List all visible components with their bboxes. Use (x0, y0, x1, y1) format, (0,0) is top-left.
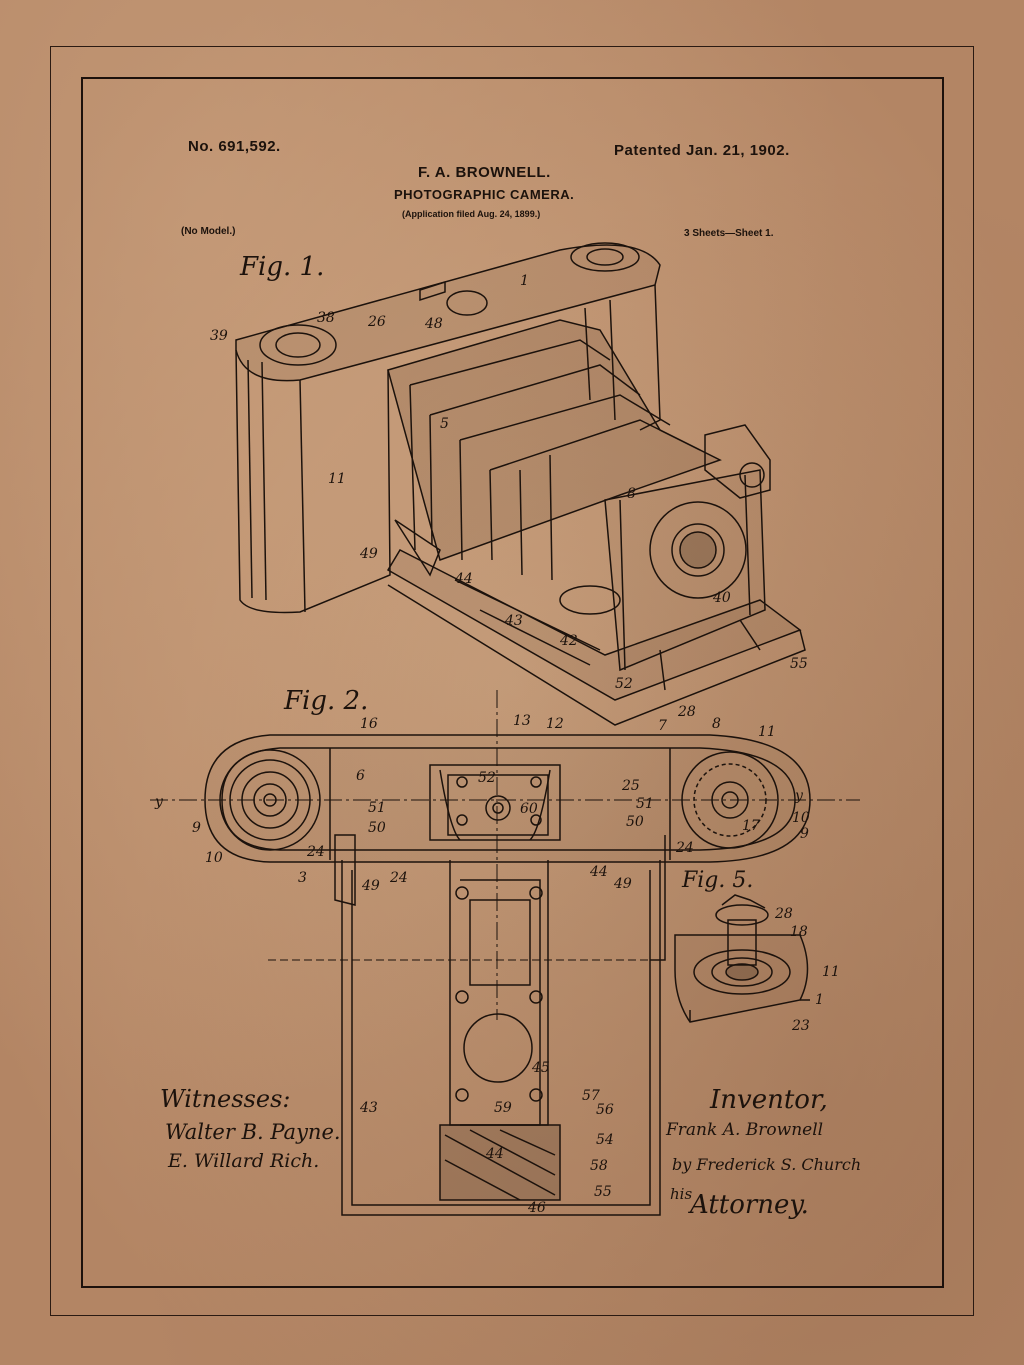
svg-text:51: 51 (636, 796, 654, 812)
patent-title: PHOTOGRAPHIC CAMERA. (394, 187, 575, 202)
svg-text:18: 18 (790, 924, 808, 940)
svg-text:58: 58 (590, 1158, 608, 1174)
svg-text:56: 56 (596, 1102, 614, 1118)
svg-text:11: 11 (328, 471, 346, 487)
fig5-key-illustration (674, 894, 810, 1023)
svg-text:y: y (154, 794, 164, 810)
svg-text:7: 7 (658, 718, 667, 734)
svg-text:43: 43 (359, 1100, 378, 1116)
svg-text:3: 3 (298, 870, 307, 886)
patent-number: No. 691,592. (188, 138, 281, 155)
inventor-signature: Frank A. Brownell (666, 1120, 824, 1140)
svg-text:12: 12 (546, 716, 564, 732)
inner-border (81, 77, 944, 1288)
svg-text:50: 50 (626, 814, 644, 830)
svg-text:50: 50 (368, 820, 386, 836)
svg-text:52: 52 (478, 770, 496, 786)
attorney-prefix: his (670, 1185, 693, 1203)
model-note: (No Model.) (181, 226, 236, 237)
outer-border (50, 46, 974, 1316)
witnesses-label: Witnesses: (160, 1085, 291, 1113)
svg-text:59: 59 (494, 1100, 512, 1116)
svg-text:57: 57 (582, 1088, 600, 1104)
svg-text:16: 16 (360, 716, 378, 732)
svg-text:43: 43 (504, 613, 523, 629)
svg-text:23: 23 (791, 1018, 810, 1034)
patent-date: Patented Jan. 21, 1902. (614, 142, 790, 159)
svg-text:49: 49 (361, 878, 380, 894)
svg-text:11: 11 (822, 964, 840, 980)
svg-text:52: 52 (615, 676, 633, 692)
svg-text:9: 9 (800, 826, 809, 842)
fig2-label: Fig. 2. (284, 686, 369, 716)
svg-text:13: 13 (513, 713, 531, 729)
svg-text:5: 5 (440, 416, 449, 432)
witness-1-signature: Walter B. Payne. (165, 1120, 341, 1144)
svg-text:10: 10 (792, 810, 810, 826)
svg-text:11: 11 (758, 724, 776, 740)
inventor-name: F. A. BROWNELL. (418, 164, 551, 181)
fig1-camera-illustration (235, 242, 806, 726)
svg-text:40: 40 (712, 590, 731, 606)
svg-text:46: 46 (527, 1200, 546, 1216)
svg-text:55: 55 (594, 1184, 612, 1200)
svg-text:y: y (794, 788, 804, 804)
svg-text:51: 51 (368, 800, 386, 816)
attorney-label: Attorney. (690, 1190, 809, 1220)
fig1-label: Fig. 1. (240, 252, 325, 282)
sheet-count: 3 Sheets—Sheet 1. (684, 228, 774, 239)
svg-text:55: 55 (790, 656, 808, 672)
svg-text:24: 24 (389, 870, 408, 886)
svg-text:39: 39 (210, 328, 228, 344)
svg-text:49: 49 (613, 876, 632, 892)
svg-text:8: 8 (627, 486, 636, 502)
svg-text:45: 45 (531, 1060, 550, 1076)
by-attorney-line: by Frederick S. Church (672, 1155, 862, 1174)
svg-text:24: 24 (675, 840, 694, 856)
svg-text:8: 8 (712, 716, 721, 732)
fig2-plan-illustration (150, 690, 860, 1216)
svg-text:54: 54 (596, 1132, 614, 1148)
svg-text:1: 1 (520, 273, 529, 289)
svg-text:10: 10 (205, 850, 223, 866)
fig5-label: Fig. 5. (682, 868, 754, 893)
svg-text:48: 48 (424, 316, 443, 332)
svg-text:9: 9 (192, 820, 201, 836)
inventor-label: Inventor, (710, 1085, 828, 1115)
svg-text:28: 28 (677, 704, 696, 720)
svg-text:1: 1 (815, 992, 824, 1008)
application-date: (Application filed Aug. 24, 1899.) (402, 209, 541, 219)
svg-text:26: 26 (367, 314, 386, 330)
svg-text:28: 28 (774, 906, 793, 922)
svg-text:17: 17 (742, 818, 760, 834)
svg-text:25: 25 (621, 778, 640, 794)
svg-text:42: 42 (559, 633, 578, 649)
svg-text:60: 60 (520, 801, 538, 817)
witness-2-signature: E. Willard Rich. (168, 1150, 320, 1172)
svg-text:49: 49 (359, 546, 378, 562)
svg-text:24: 24 (306, 844, 325, 860)
svg-text:38: 38 (317, 310, 335, 326)
svg-text:44: 44 (485, 1146, 504, 1162)
svg-text:44: 44 (589, 864, 608, 880)
svg-text:44: 44 (454, 571, 473, 587)
svg-text:6: 6 (356, 768, 365, 784)
